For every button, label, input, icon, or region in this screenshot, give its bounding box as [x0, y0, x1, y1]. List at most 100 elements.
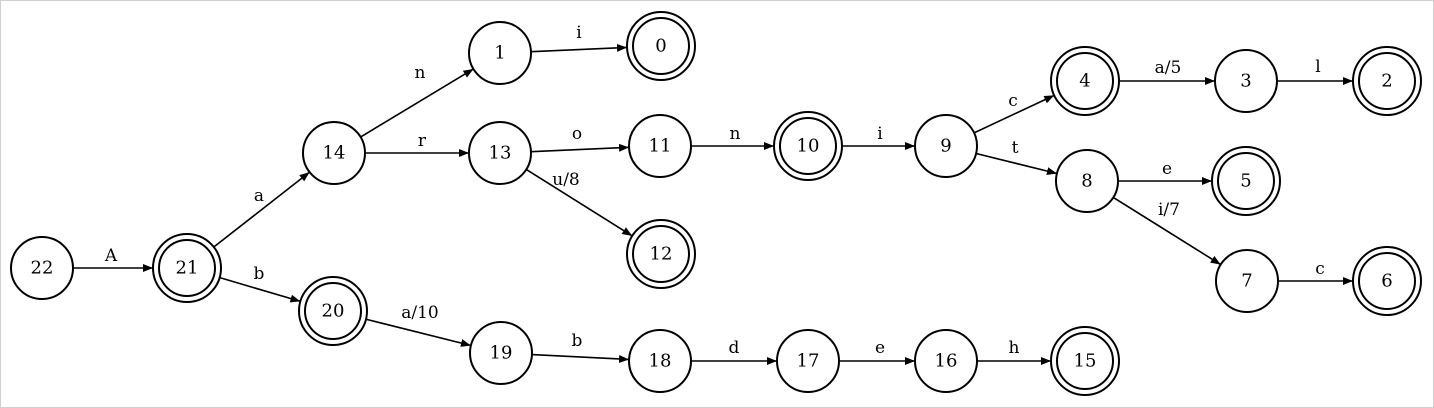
edge-label: b [572, 331, 583, 351]
edge-label: l [1315, 57, 1320, 77]
edge-arrow [975, 152, 1058, 176]
edge-7-to-6: c [1278, 259, 1353, 285]
edge-label: c [1008, 91, 1018, 111]
state-label: 0 [655, 36, 666, 57]
state-label: 4 [1079, 71, 1090, 92]
state-node-22: 22 [10, 236, 74, 300]
state-node-18: 18 [628, 329, 692, 393]
edge-label: e [1162, 159, 1172, 179]
state-circle [1214, 49, 1278, 113]
edge-label: i [877, 124, 883, 144]
edge-label: b [254, 264, 265, 284]
state-circle [468, 121, 532, 185]
edge-label: c [1315, 259, 1325, 279]
edge-label: A [104, 246, 118, 266]
final-state-inner-ring [632, 225, 690, 283]
edge-8-to-7: i/7 [1112, 196, 1222, 266]
edge-label: a/10 [401, 303, 439, 323]
state-label: 20 [322, 301, 345, 322]
edge-arrow [530, 43, 628, 53]
edge-arrow [531, 353, 630, 363]
edge-14-to-1: n [360, 63, 474, 138]
state-label: 11 [649, 136, 672, 157]
state-circle [10, 236, 74, 300]
edge-18-to-17: d [691, 338, 777, 365]
edge-13-to-12: u/8 [525, 168, 633, 237]
state-node-8: 8 [1055, 149, 1119, 213]
state-node-1: 1 [468, 21, 532, 85]
state-label: 16 [935, 351, 958, 372]
state-node-2: 2 [1352, 46, 1422, 116]
state-label: 19 [490, 343, 513, 364]
state-node-13: 13 [468, 121, 532, 185]
state-circle [1055, 149, 1119, 213]
edge-label: a/5 [1155, 58, 1182, 78]
state-label: 2 [1381, 71, 1392, 92]
state-label: 12 [650, 244, 673, 265]
state-label: 22 [31, 258, 54, 279]
state-circle [776, 329, 840, 393]
edge-4-to-3: a/5 [1117, 58, 1215, 85]
final-state-inner-ring [1056, 52, 1114, 110]
edge-arrow [1112, 196, 1222, 266]
edge-arrow [525, 168, 633, 237]
edge-arrow [363, 317, 472, 347]
edge-19-to-18: b [531, 331, 630, 363]
state-node-17: 17 [776, 329, 840, 393]
state-label: 15 [1074, 351, 1097, 372]
state-node-10: 10 [773, 111, 843, 181]
edge-label: o [572, 124, 582, 144]
state-node-7: 7 [1215, 249, 1279, 313]
state-label: 8 [1081, 171, 1092, 192]
edge-21-to-14: a [211, 171, 311, 249]
edge-11-to-10: n [691, 124, 774, 150]
edge-label: n [730, 124, 741, 144]
edge-arrow [973, 94, 1055, 134]
state-node-11: 11 [628, 114, 692, 178]
state-circle [302, 121, 366, 185]
edge-arrow [360, 68, 474, 138]
state-circle [1215, 249, 1279, 313]
state-node-12: 12 [626, 219, 696, 289]
edge-arrow [211, 171, 311, 249]
final-state-inner-ring [304, 282, 362, 340]
state-label: 10 [797, 136, 820, 157]
edge-label: e [875, 338, 885, 358]
state-label: 1 [494, 43, 505, 64]
state-label: 7 [1241, 271, 1252, 292]
state-circle [628, 329, 692, 393]
state-label: 18 [649, 351, 672, 372]
edge-8-to-5: e [1118, 159, 1212, 185]
state-node-15: 15 [1050, 326, 1120, 396]
edge-20-to-19: a/10 [363, 303, 472, 347]
state-label: 5 [1240, 171, 1251, 192]
edge-label: d [729, 338, 740, 358]
state-node-16: 16 [914, 329, 978, 393]
state-node-19: 19 [469, 321, 533, 385]
edge-21-to-20: b [217, 264, 301, 303]
state-node-0: 0 [626, 11, 696, 81]
final-state-inner-ring [1217, 152, 1275, 210]
edge-9-to-4: c [973, 91, 1055, 134]
state-circle [914, 329, 978, 393]
state-node-14: 14 [302, 121, 366, 185]
state-circle [468, 21, 532, 85]
edge-9-to-8: t [975, 138, 1058, 176]
edge-16-to-15: h [977, 338, 1051, 365]
state-node-9: 9 [914, 114, 978, 178]
edge-3-to-2: l [1277, 57, 1353, 85]
final-state-inner-ring [158, 239, 216, 297]
edge-label: r [418, 131, 427, 151]
edge-arrow [217, 276, 301, 303]
state-label: 21 [176, 258, 199, 279]
state-node-21: 21 [152, 233, 222, 303]
state-circle [628, 114, 692, 178]
final-state-inner-ring [1358, 52, 1416, 110]
state-label: 6 [1381, 271, 1392, 292]
edge-14-to-13: r [365, 131, 469, 157]
state-node-4: 4 [1050, 46, 1120, 116]
